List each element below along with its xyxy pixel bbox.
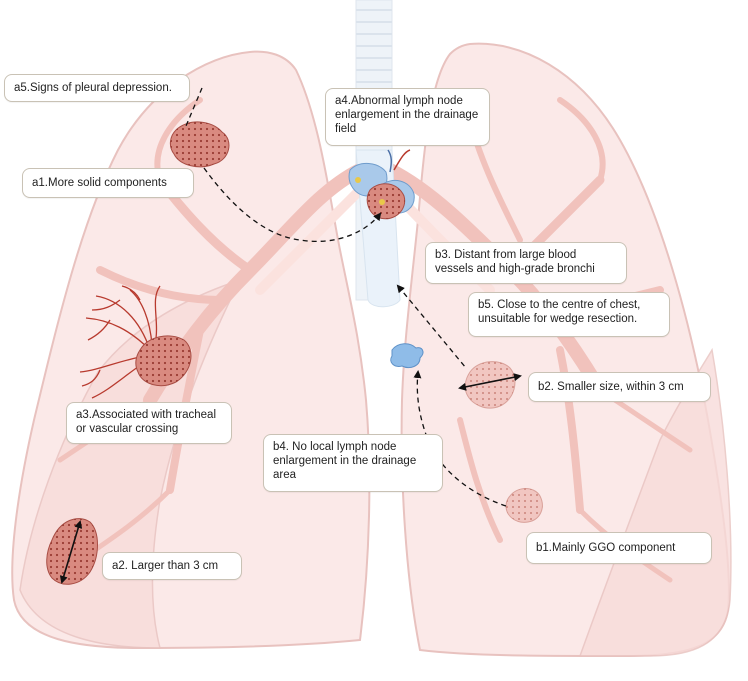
- label-a4: a4.Abnormal lymph node enlargement in th…: [325, 88, 490, 146]
- connectors: [185, 87, 507, 507]
- a2-size-arrow: [59, 520, 83, 584]
- label-b1: b1.Mainly GGO component: [526, 532, 712, 564]
- b1-to-b4-arrow: [413, 370, 507, 507]
- lymph-node-b4: [390, 343, 424, 369]
- label-b2: b2. Smaller size, within 3 cm: [528, 372, 711, 402]
- label-a1: a1.More solid components: [22, 168, 194, 198]
- b2-size-arrow: [458, 373, 522, 391]
- solid-nodule-a1: [169, 121, 230, 168]
- label-a5: a5.Signs of pleural depression.: [4, 74, 190, 102]
- ggo-nodule-b1: [505, 488, 543, 523]
- label-b4: b4. No local lymph node enlargement in t…: [263, 434, 443, 492]
- label-b3: b3. Distant from large blood vessels and…: [425, 242, 627, 284]
- lymph-node-cluster-a4: [348, 149, 415, 220]
- label-a2: a2. Larger than 3 cm: [102, 552, 242, 580]
- label-b5: b5. Close to the centre of chest, unsuit…: [468, 292, 670, 337]
- a5-leader: [185, 87, 203, 127]
- label-a3: a3.Associated with tracheal or vascular …: [66, 402, 232, 444]
- nodule-a3: [135, 335, 192, 387]
